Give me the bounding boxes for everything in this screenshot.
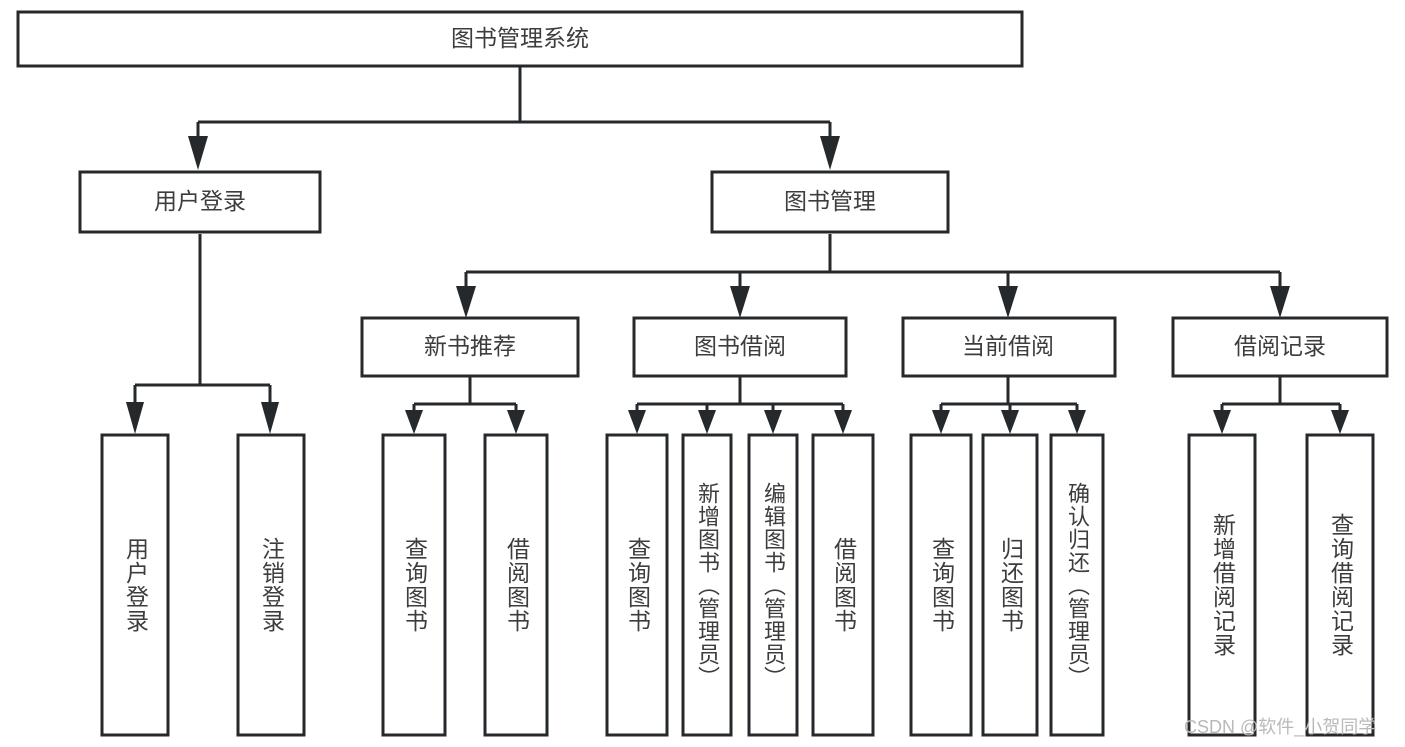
node-box: [811, 433, 875, 737]
node-book-borrow[interactable]: 图书借阅: [632, 316, 848, 378]
node-box: [100, 433, 170, 737]
node-box: [1187, 433, 1257, 737]
arrow-head-icon: [834, 410, 852, 434]
node-leaf-query-book-1[interactable]: [381, 433, 447, 737]
node-box: [981, 433, 1039, 737]
node-leaf-logout[interactable]: [236, 433, 306, 737]
node-borrow-record[interactable]: 借阅记录: [1171, 316, 1389, 378]
node-label: 当前借阅: [962, 333, 1054, 359]
arrow-head-icon: [628, 410, 646, 434]
node-box: [381, 433, 447, 737]
node-leaf-user-login[interactable]: [100, 433, 170, 737]
node-box: [360, 316, 580, 378]
node-box: [78, 170, 322, 234]
arrow-head-icon: [698, 410, 716, 434]
node-leaf-query-book-3[interactable]: [909, 433, 973, 737]
arrow-head-icon: [1213, 410, 1231, 434]
connector-root-to-level1: [188, 66, 840, 170]
node-box: [747, 433, 799, 737]
arrow-head-icon: [126, 402, 144, 434]
arrow-head-icon: [1001, 410, 1019, 434]
arrow-head-icon: [1068, 410, 1086, 434]
node-box: [1305, 433, 1375, 737]
node-label: 借阅记录: [1234, 333, 1326, 359]
connector-currentborrow-to-leaves: [932, 376, 1086, 434]
node-root[interactable]: 图书管理系统: [16, 10, 1024, 68]
arrow-head-icon: [998, 286, 1018, 318]
node-box: [632, 316, 848, 378]
node-leaf-return-book[interactable]: [981, 433, 1039, 737]
connector-userlogin-to-leaves: [126, 234, 279, 434]
node-box: [1171, 316, 1389, 378]
arrow-head-icon: [188, 136, 208, 170]
arrow-head-icon: [1331, 410, 1349, 434]
node-box: [16, 10, 1024, 68]
arrow-head-icon: [820, 136, 840, 170]
node-new-book-recommend[interactable]: 新书推荐: [360, 316, 580, 378]
arrow-head-icon: [261, 402, 279, 434]
csdn-watermark: CSDN @软件_小贺同学: [1184, 717, 1377, 737]
node-box: [901, 316, 1117, 378]
arrow-head-icon: [1270, 286, 1290, 318]
arrow-head-icon: [764, 410, 782, 434]
node-leaf-edit-book-admin[interactable]: [747, 433, 799, 737]
arrow-head-icon: [730, 286, 750, 318]
node-leaf-borrow-book-2[interactable]: [811, 433, 875, 737]
node-leaf-query-book-2[interactable]: [605, 433, 669, 737]
node-label: 图书管理: [784, 188, 876, 214]
node-label: 用户登录: [154, 188, 246, 214]
node-box: [681, 433, 733, 737]
node-box: [909, 433, 973, 737]
arrow-head-icon: [507, 410, 525, 434]
node-leaf-query-borrow-record[interactable]: [1305, 433, 1375, 737]
node-label: 图书借阅: [694, 333, 786, 359]
connector-bookborrow-to-leaves: [628, 376, 852, 434]
node-user-login[interactable]: 用户登录: [78, 170, 322, 234]
connector-newbook-to-leaves: [405, 376, 525, 434]
node-box: [236, 433, 306, 737]
node-leaf-add-borrow-record[interactable]: [1187, 433, 1257, 737]
node-box: [710, 170, 950, 234]
arrow-head-icon: [932, 410, 950, 434]
node-label: 新书推荐: [424, 333, 516, 359]
connector-borrowrecord-to-leaves: [1213, 376, 1349, 434]
arrow-head-icon: [456, 286, 476, 318]
node-current-borrow[interactable]: 当前借阅: [901, 316, 1117, 378]
arrow-head-icon: [405, 410, 423, 434]
node-box: [1049, 433, 1105, 737]
connector-bookmgmt-to-level2: [456, 234, 1290, 318]
node-box: [483, 433, 549, 737]
node-leaf-add-book-admin[interactable]: [681, 433, 733, 737]
node-label: 图书管理系统: [451, 25, 589, 51]
node-leaf-confirm-return-admin[interactable]: [1049, 433, 1105, 737]
node-box: [605, 433, 669, 737]
node-leaf-borrow-book-1[interactable]: [483, 433, 549, 737]
node-book-management[interactable]: 图书管理: [710, 170, 950, 234]
